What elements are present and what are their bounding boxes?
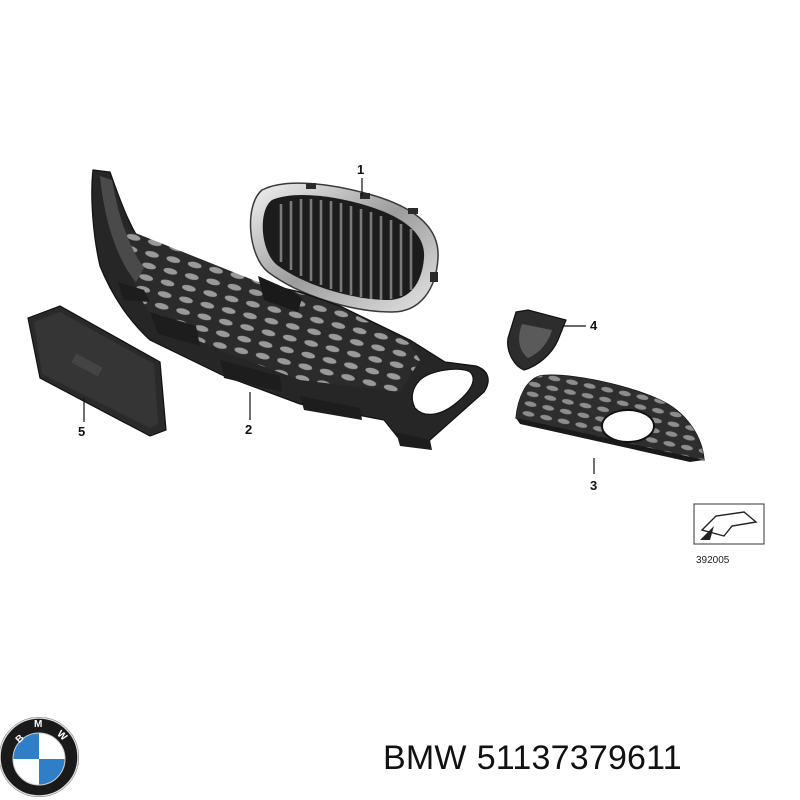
brand-name: BMW [383,739,467,777]
callout-1: 1 [357,162,364,177]
leader-lines [83,178,595,474]
callout-2: 2 [245,422,252,437]
bracket-part [507,309,567,371]
callout-3: 3 [590,478,597,493]
callout-4: 4 [590,318,598,333]
lower-grille-part [91,169,489,450]
license-plate-holder-part [27,305,167,437]
bmw-roundel-icon: B M W [0,717,79,797]
reference-code: 392005 [696,555,730,566]
fog-light-cover-part [515,374,705,462]
orientation-reference-box [693,503,765,545]
kidney-grille-part [249,182,439,313]
svg-text:M: M [34,719,42,730]
part-number: 51137379611 [476,739,682,777]
direction-arrow-icon [700,526,714,540]
callout-5: 5 [78,424,85,439]
